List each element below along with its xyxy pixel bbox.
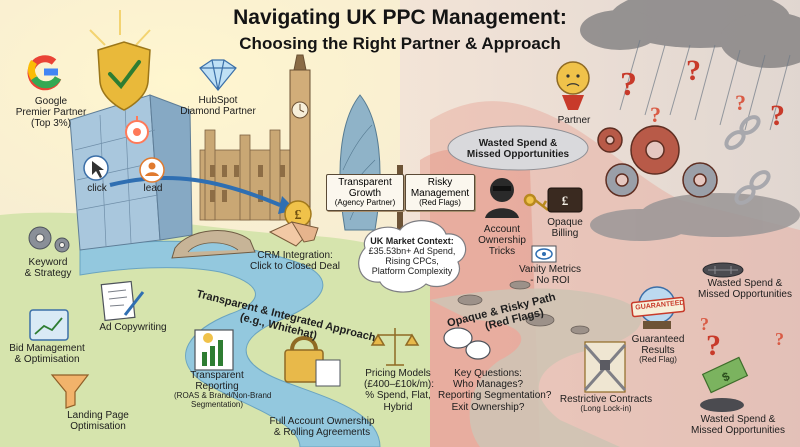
scales-icon xyxy=(370,328,420,366)
hubspot-icon xyxy=(125,116,149,144)
svg-text:?: ? xyxy=(700,314,709,334)
crystal-ball-icon xyxy=(630,286,686,329)
rain-lines xyxy=(619,39,791,131)
svg-text:?: ? xyxy=(775,329,784,349)
restrictive-contract-icon xyxy=(583,341,627,393)
market-context-label: UK Market Context:£35.53bn+ Ad Spend,Ris… xyxy=(368,236,456,277)
google-g-icon xyxy=(27,55,62,91)
wasted-spend-right-label: Wasted Spend &Missed Opportunities xyxy=(698,278,792,301)
drain-icon xyxy=(702,262,744,278)
bid-management-label: Bid Management& Optimisation xyxy=(9,343,85,366)
click-label: click xyxy=(87,183,107,194)
partner-label: Partner xyxy=(557,115,591,126)
tablet-chart-icon xyxy=(29,309,69,341)
gear-icon xyxy=(28,226,70,253)
speech-bubbles-icon xyxy=(443,327,491,360)
transparent-reporting-label: Transparent Reporting (ROAS & Brand/Non-… xyxy=(174,370,272,410)
svg-text:?: ? xyxy=(620,66,637,103)
big-ben-icon xyxy=(289,54,311,231)
svg-text:?: ? xyxy=(770,99,785,132)
page-subtitle: Choosing the Right Partner & Approach xyxy=(239,34,561,53)
pound-coin-icon: £ xyxy=(284,200,312,228)
crm-integration-label: CRM Integration:Click to Closed Deal xyxy=(249,250,341,273)
eye-icon xyxy=(531,245,557,263)
stone-bridge xyxy=(171,230,256,259)
full-account-ownership-label: Full Account Ownership& Rolling Agreemen… xyxy=(269,416,375,439)
svg-text:?: ? xyxy=(706,329,721,362)
money-icon: $ xyxy=(700,356,749,412)
signpost-pole xyxy=(397,165,403,285)
pricing-models-label: Pricing Models(£400–£10k/m):% Spend, Fla… xyxy=(364,368,435,413)
sun-rays xyxy=(89,10,151,46)
svg-text:?: ? xyxy=(735,90,746,115)
svg-text:?: ? xyxy=(686,54,701,87)
cursor-icon xyxy=(83,155,109,181)
wasted-spend-bottom-label: Wasted Spend &Missed Opportunities xyxy=(691,414,785,437)
handshake-icon xyxy=(268,221,319,247)
person-icon xyxy=(139,157,165,183)
keyword-strategy-label: Keyword& Strategy xyxy=(24,257,72,280)
key-questions-label: Key Questions:Who Manages?Reporting Segm… xyxy=(438,368,552,413)
wallet-icon: £ xyxy=(547,187,583,213)
page-title: Navigating UK PPC Management: xyxy=(233,6,567,29)
lead-label: lead xyxy=(143,183,163,194)
padlock-icon xyxy=(284,336,341,387)
chain-icon xyxy=(724,115,771,205)
shield-check-icon xyxy=(97,41,151,111)
report-chart-icon xyxy=(194,329,234,371)
pebbles xyxy=(457,280,590,335)
svg-text:?: ? xyxy=(650,102,661,127)
badge-icon xyxy=(556,61,590,110)
key-icon xyxy=(523,193,549,211)
ad-copywriting-label: Ad Copywriting xyxy=(99,322,167,333)
question-mark-icon: ? ? ? ? ? ? ? ? xyxy=(620,54,785,362)
broken-gears xyxy=(597,125,718,198)
restrictive-contracts-label: Restrictive Contracts (Long Lock-in) xyxy=(559,394,653,414)
wasted-spend-top-label: Wasted Spend &Missed Opportunities xyxy=(466,138,570,161)
hacker-icon xyxy=(485,178,519,218)
westminster-palace xyxy=(199,129,291,221)
funnel-icon xyxy=(50,374,90,409)
storm-cloud-low xyxy=(590,193,800,241)
flow-arrow xyxy=(109,176,281,207)
market-context-cloud xyxy=(358,220,467,293)
svg-text:£: £ xyxy=(562,193,569,208)
wasted-spend-cloud xyxy=(447,125,589,171)
copywriting-icon xyxy=(100,280,145,322)
diamond-icon xyxy=(199,59,237,91)
svg-text:£: £ xyxy=(295,208,302,223)
vanity-metrics-label: Vanity Metrics- No ROI xyxy=(518,264,582,287)
